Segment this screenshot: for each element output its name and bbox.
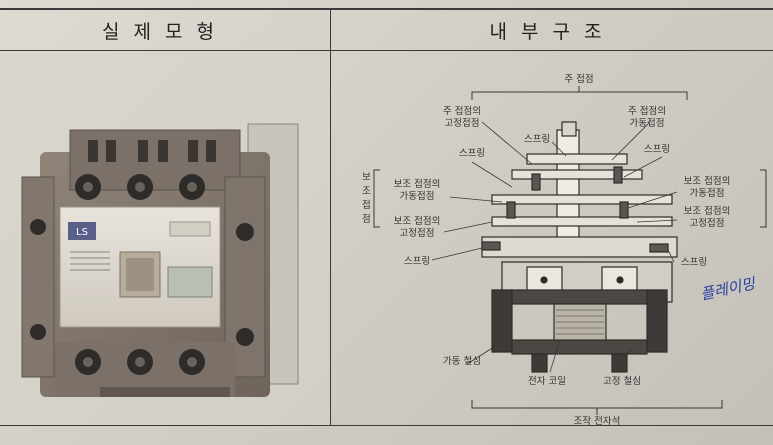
label-aux-group-4: 점 [362,213,371,225]
label-aux-group-3: 접 [362,199,371,211]
label-aux-group-1: 보 [362,172,371,183]
label-aux-fixed-right-1: 보조 접점의 [684,205,731,217]
electromagnet [491,289,668,373]
label-main-contact: 주 접점 [564,73,593,85]
label-aux-group-2: 조 [362,186,371,197]
label-spring-lower-right: 스프링 [681,256,707,268]
label-aux-fixed-left-2: 고정접점 [400,227,435,239]
label-aux-movable-left-1: 보조 접점의 [394,178,441,190]
label-spring-right: 스프링 [644,143,670,155]
label-electromagnet: 조작 전자석 [574,416,621,425]
comparison-table: 실제모형 내부구조 [0,8,773,427]
main-contact-bracket [471,91,688,100]
label-aux-movable-right-2: 가동접점 [690,187,725,199]
header-divider [0,50,773,51]
label-aux-fixed-left-1: 보조 접점의 [394,215,441,227]
label-spring-top: 스프링 [524,133,550,145]
label-fixed-core: 고정 철심 [603,376,641,387]
label-spring-lower-left: 스프링 [404,255,430,267]
label-movable-core: 가동 철심 [443,356,481,367]
top-terminal-screws [75,174,205,200]
contactor-photo: LS [0,52,330,425]
aux-contact-bracket [373,169,380,228]
label-main-fixed-2: 고정접점 [445,117,480,129]
label-main-fixed-1: 주 접점의 [443,105,481,117]
label-aux-movable-left-2: 가동접점 [400,190,435,202]
label-aux-fixed-right-2: 고정접점 [690,217,725,229]
contact-assembly [481,121,678,303]
label-aux-movable-right-1: 보조 접점의 [684,175,731,187]
real-model-cell: LS [0,52,330,425]
header-real-model: 실제모형 [102,20,228,43]
column-divider [330,10,331,425]
header-internal-structure: 내부구조 [489,20,616,43]
label-main-movable-2: 가동접점 [630,117,665,129]
label-spring-left: 스프링 [459,147,485,159]
label-main-movable-1: 주 접점의 [628,105,666,117]
electromagnet-bracket [471,400,723,409]
label-coil: 전자 코일 [528,376,566,387]
internal-structure-cell: 주 접점 주 접점의 고정접점 주 접점의 가동접점 스프링 스프링 스프링 보… [332,52,773,427]
structure-diagram: 주 접점 주 접점의 고정접점 주 접점의 가동접점 스프링 스프링 스프링 보… [362,73,767,427]
brand-label: LS [76,227,88,238]
